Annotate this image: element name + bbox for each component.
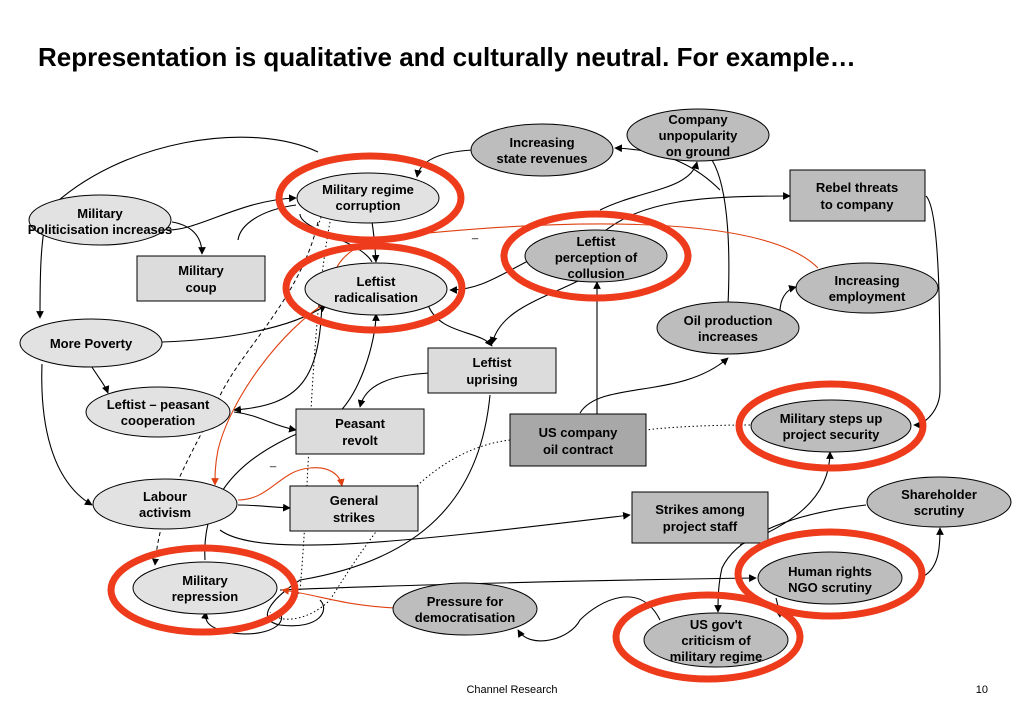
footer-source: Channel Research <box>466 684 558 696</box>
edge-corruption-to-coup <box>237 204 297 241</box>
minus-sign-1: _ <box>471 228 479 240</box>
edge-poverty-to-labour <box>41 363 93 506</box>
red-edges <box>211 223 819 609</box>
edge-radicalisation-to-peasantcoop <box>233 299 323 414</box>
edge-red-democratisation-to-repression <box>281 587 396 609</box>
edge-politicisation-to-coup <box>171 221 206 255</box>
highlight-perception <box>500 210 692 302</box>
edge-repression-to-humanrights <box>279 574 757 591</box>
edge-radicalisation-to-uprising <box>427 304 493 347</box>
edge-red-labour-to-strikes <box>237 467 345 501</box>
edge-red-radicalisation-to-labour <box>211 299 331 486</box>
edge-politicisation-loop <box>36 136 319 319</box>
edge-dotted-contract-to-repression <box>269 439 511 620</box>
highlight-us-gov <box>612 591 804 683</box>
minus-sign-2: _ <box>269 456 277 468</box>
highlight-human-rights <box>734 528 926 620</box>
page-number: 10 <box>975 684 988 696</box>
edge-uprising-to-peasant <box>357 372 431 408</box>
edge-perception-to-revenues <box>614 144 721 191</box>
highlight-repression <box>107 544 299 636</box>
edge-employment-to-oil <box>779 285 797 313</box>
edge-contract-to-oil <box>579 357 729 414</box>
node-more-poverty[interactable]: More Poverty <box>19 318 163 368</box>
highlight-radicalisation <box>282 242 466 334</box>
edge-perception-to-unpopularity <box>599 161 700 211</box>
edge-labour-to-strikes <box>237 503 291 512</box>
svg-text:More Poverty: More Poverty <box>50 336 133 351</box>
edge-rebels-to-security <box>913 195 941 429</box>
edge-labour-to-strikesstaff <box>219 511 631 546</box>
edge-usgov-to-democratisation <box>517 596 661 642</box>
highlight-security <box>735 380 927 472</box>
edge-revenues-to-corruption <box>414 149 473 178</box>
edge-dotted-security-to-contract <box>645 424 751 431</box>
page-title: Representation is qualitative and cultur… <box>38 42 856 72</box>
edge-perception-to-uprising <box>489 279 581 345</box>
highlight-corruption <box>275 152 465 244</box>
edge-red-employment-to-radicalisation <box>329 223 819 301</box>
highlight-rings <box>107 152 927 683</box>
edge-poverty-to-peasant-coop <box>89 363 110 394</box>
edge-peasantcoop-to-peasant <box>233 411 297 433</box>
edge-unpopularity-to-oil <box>711 159 730 306</box>
